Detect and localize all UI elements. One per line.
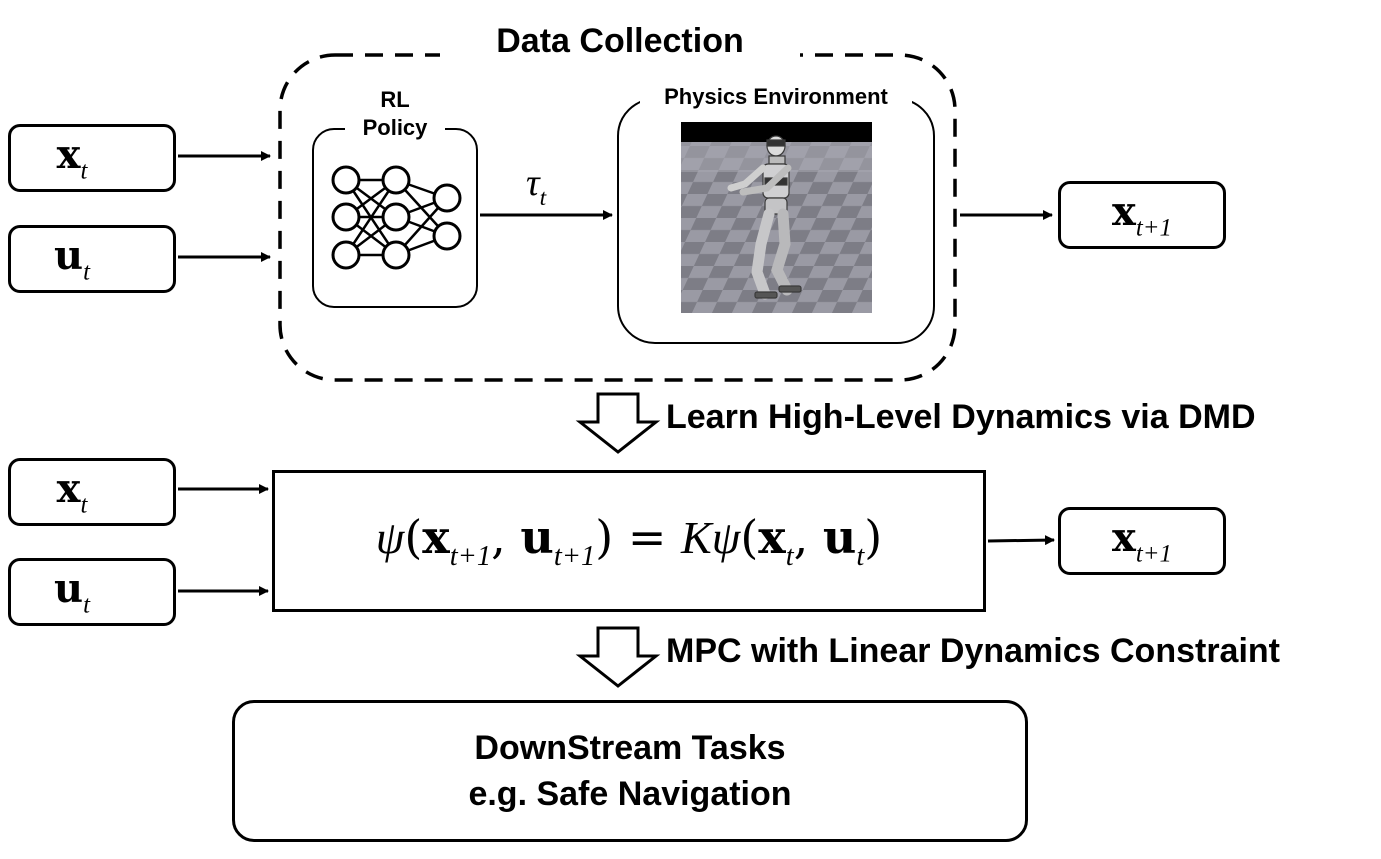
state-symbol: x xyxy=(56,130,81,178)
mpc-step-label: MPC with Linear Dynamics Constraint xyxy=(666,632,1280,670)
input-subscript: t xyxy=(83,258,90,286)
rl-policy-label-line1: RL xyxy=(380,87,410,112)
lhs-psi: ψ xyxy=(375,511,405,563)
rl-policy-label: RL Policy xyxy=(345,86,445,142)
arrow-equation-to-next-state xyxy=(987,535,1055,546)
input-subscript-bottom: t xyxy=(83,591,90,619)
downstream-tasks-example: e.g. Safe Navigation xyxy=(468,775,792,813)
torque-symbol: τ xyxy=(526,162,540,204)
lhs-x: x xyxy=(422,509,450,564)
state-subscript-bottom: t xyxy=(80,491,88,519)
hollow-down-arrow-dmd xyxy=(575,392,661,454)
lhs-u-sub: t+1 xyxy=(553,540,596,572)
next-state-subscript-bottom: t+1 xyxy=(1135,540,1172,568)
state-symbol-bottom: x xyxy=(56,464,81,512)
next-state-symbol-bottom: x xyxy=(1112,513,1136,561)
rhs-u: u xyxy=(822,509,857,564)
lhs-u: u xyxy=(520,509,554,564)
next-state-output-box-bottom: xt+1 xyxy=(1058,507,1226,575)
rhs-x-sub: t xyxy=(785,540,794,572)
state-input-box-top: xt xyxy=(8,124,176,192)
input-box-top: ut xyxy=(8,225,176,293)
koopman-operator-K: K xyxy=(681,511,712,563)
torque-label: τt xyxy=(526,160,546,212)
downstream-tasks-title: DownStream Tasks xyxy=(474,729,786,767)
koopman-equation-box: ψ(xt+1, ut+1) = Kψ(xt, ut) xyxy=(272,470,986,612)
humanoid-robot-icon xyxy=(727,135,802,300)
koopman-equation: ψ(xt+1, ut+1) = Kψ(xt, ut) xyxy=(375,509,883,572)
physics-environment-title: Physics Environment xyxy=(640,84,912,110)
equals-sign: = xyxy=(627,509,667,564)
state-subscript: t xyxy=(80,157,88,185)
neural-network-icon xyxy=(331,165,462,270)
rl-policy-label-line2: Policy xyxy=(362,115,428,140)
downstream-tasks-box: DownStream Tasks e.g. Safe Navigation xyxy=(232,700,1028,842)
input-symbol-bottom: u xyxy=(54,564,84,612)
torque-subscript: t xyxy=(539,184,547,211)
next-state-subscript: t+1 xyxy=(1135,214,1172,242)
input-box-bottom: ut xyxy=(8,558,176,626)
rhs-psi: ψ xyxy=(711,511,741,563)
rhs-u-sub: t xyxy=(856,540,865,572)
rl-policy-box xyxy=(312,128,478,308)
state-input-box-bottom: xt xyxy=(8,458,176,526)
dmd-step-label: Learn High-Level Dynamics via DMD xyxy=(666,398,1256,436)
data-collection-title: Data Collection xyxy=(496,22,744,60)
humanoid-simulation-image xyxy=(681,122,872,313)
next-state-output-box-top: xt+1 xyxy=(1058,181,1226,249)
lhs-x-sub: t+1 xyxy=(449,540,492,572)
hollow-down-arrow-mpc xyxy=(575,626,661,688)
next-state-symbol: x xyxy=(1112,187,1136,235)
input-symbol: u xyxy=(54,231,84,279)
rhs-x: x xyxy=(758,509,786,564)
